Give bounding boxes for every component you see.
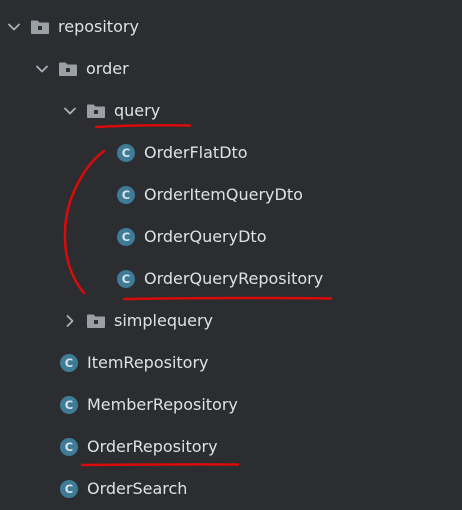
svg-text:C: C [65, 440, 73, 454]
svg-text:C: C [65, 482, 73, 496]
tree-file-order-search[interactable]: C OrderSearch [59, 468, 187, 510]
tree-file-member-repository[interactable]: C MemberRepository [59, 384, 238, 426]
tree-file-label: OrderSearch [87, 479, 188, 498]
java-class-icon: C [59, 395, 79, 415]
svg-text:C: C [65, 398, 73, 412]
java-class-icon: C [116, 227, 136, 247]
chevron-down-icon[interactable] [62, 103, 78, 119]
folder-icon [86, 103, 106, 119]
tree-file-item-repository[interactable]: C ItemRepository [59, 342, 209, 384]
tree-file-order-query-repository[interactable]: C OrderQueryRepository [116, 258, 323, 300]
java-class-icon: C [59, 437, 79, 457]
tree-file-label: OrderFlatDto [144, 143, 248, 162]
chevron-down-icon[interactable] [34, 61, 50, 77]
tree-node-label: repository [58, 17, 139, 36]
java-class-icon: C [116, 143, 136, 163]
svg-text:C: C [122, 272, 130, 286]
tree-file-label: MemberRepository [87, 395, 238, 414]
folder-icon [86, 313, 106, 329]
folder-icon [58, 61, 78, 77]
svg-text:C: C [65, 356, 73, 370]
tree-node-simplequery[interactable]: simplequery [62, 300, 213, 342]
svg-text:C: C [122, 146, 130, 160]
tree-file-label: OrderQueryDto [144, 227, 267, 246]
tree-file-label: OrderRepository [87, 437, 218, 456]
tree-file-label: OrderQueryRepository [144, 269, 324, 288]
java-class-icon: C [116, 185, 136, 205]
tree-file-order-item-query-dto[interactable]: C OrderItemQueryDto [116, 174, 303, 216]
tree-file-label: OrderItemQueryDto [144, 185, 303, 204]
svg-text:C: C [122, 230, 130, 244]
java-class-icon: C [59, 353, 79, 373]
tree-file-order-query-dto[interactable]: C OrderQueryDto [116, 216, 266, 258]
tree-file-order-repository[interactable]: C OrderRepository [59, 426, 218, 468]
tree-node-label: simplequery [114, 311, 213, 330]
chevron-down-icon[interactable] [6, 19, 22, 35]
tree-node-query[interactable]: query [62, 90, 160, 132]
tree-node-repository[interactable]: repository [6, 6, 139, 48]
svg-text:C: C [122, 188, 130, 202]
chevron-right-icon[interactable] [62, 313, 78, 329]
tree-node-label: query [114, 101, 161, 120]
tree-file-order-flat-dto[interactable]: C OrderFlatDto [116, 132, 248, 174]
folder-icon [30, 19, 50, 35]
java-class-icon: C [59, 479, 79, 499]
tree-node-label: order [86, 59, 129, 78]
java-class-icon: C [116, 269, 136, 289]
tree-node-order[interactable]: order [34, 48, 129, 90]
tree-file-label: ItemRepository [87, 353, 209, 372]
